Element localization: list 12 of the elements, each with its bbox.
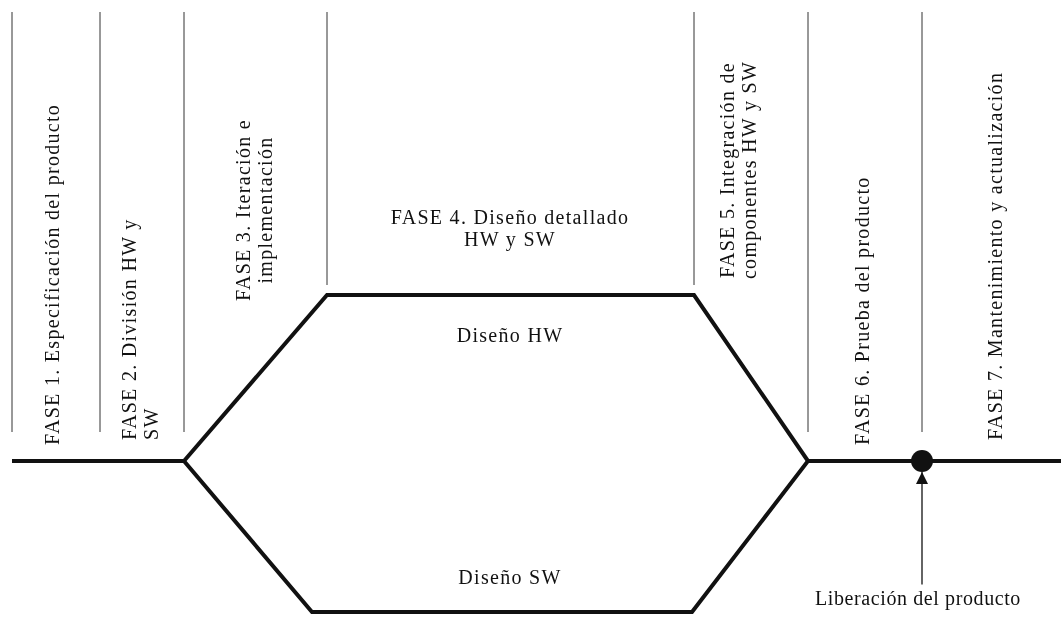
phase-label: FASE 6. Prueba del producto	[850, 175, 874, 445]
phase-label: FASE 5. Integración de componentes HW y SW	[715, 59, 761, 282]
phase-label: FASE 1. Especificación del producto	[40, 102, 64, 445]
path-label: Diseño SW	[457, 565, 563, 589]
phase-label: FASE 7. Mantenimiento y actualización	[983, 70, 1007, 440]
milestone-dot	[911, 450, 933, 472]
milestone-label: Liberación del producto	[815, 586, 1021, 610]
path-label: Diseño HW	[455, 323, 565, 347]
phase-label: FASE 2. División HW y SW	[117, 217, 163, 440]
phase-label: FASE 4. Diseño detallado HW y SW	[389, 205, 631, 251]
arrow	[916, 471, 928, 586]
phase-label: FASE 3. Iteración e implementación	[231, 117, 277, 304]
